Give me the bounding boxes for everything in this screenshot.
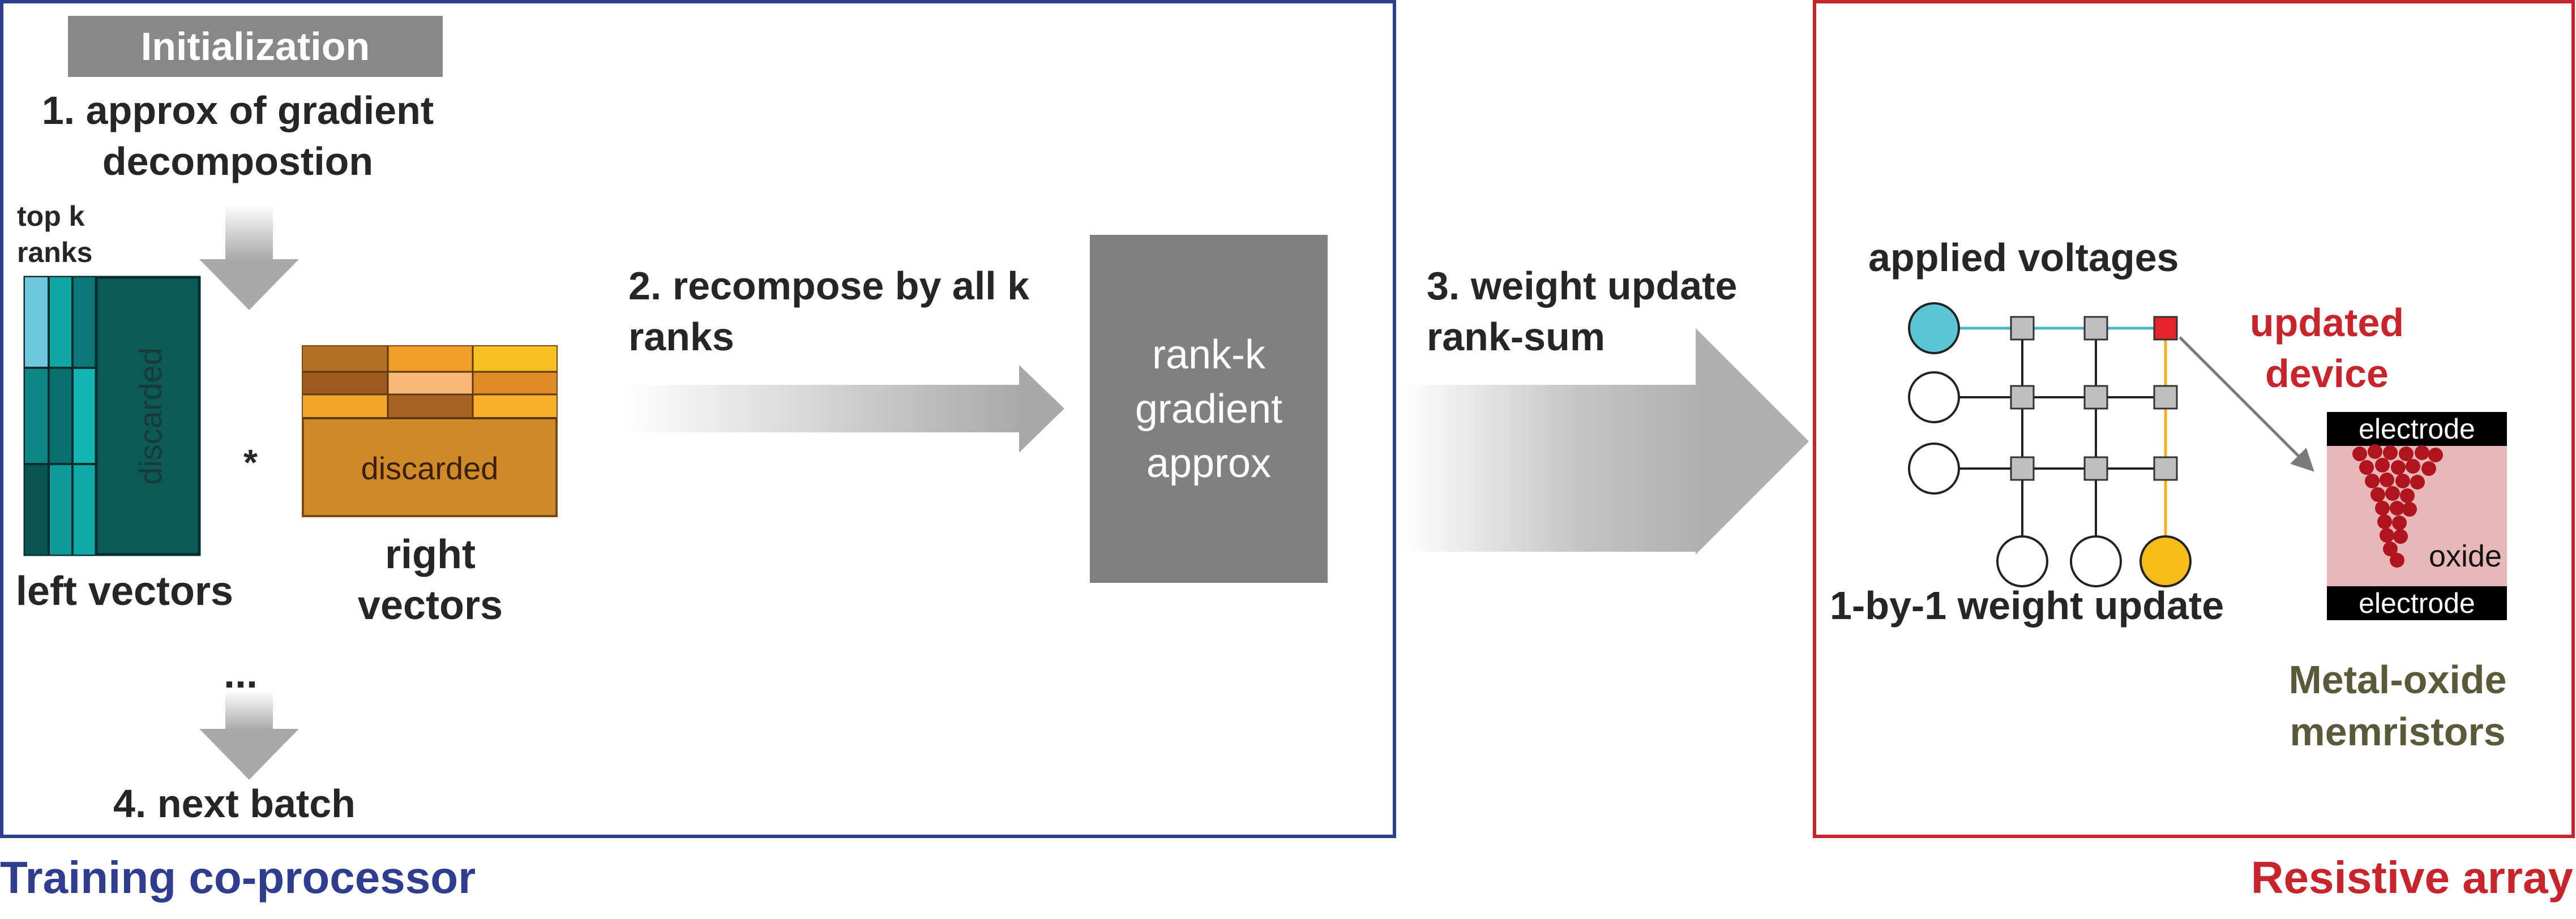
processor-label: Training co-processor (0, 852, 476, 903)
applied-voltages-label: applied voltages (1868, 235, 2179, 280)
rank-k-text: rank-k gradient approx (1090, 235, 1328, 583)
device-pointer-arrow (2179, 336, 2314, 472)
memristors-label: Metal-oxide memristors (2288, 658, 2507, 754)
step1-label: 1. approx of gradient decompostion (41, 88, 434, 183)
filament (2352, 444, 2443, 568)
down-arrow-2 (199, 690, 299, 780)
step3-label: 3. weight update rank-sum (1427, 264, 1738, 359)
electrode-top-label: electrode (2359, 413, 2475, 445)
init-label: Initialization (140, 24, 370, 68)
right-discarded-label: discarded (361, 450, 499, 486)
right-vectors-matrix (302, 345, 558, 517)
multiply-sign: * (243, 442, 258, 483)
one-by-one-label: 1-by-1 weight update (1830, 583, 2224, 628)
input-node-active (1908, 302, 1960, 354)
updated-device-label: updated device (2249, 300, 2404, 396)
top-k-label: top k ranks (17, 200, 93, 268)
init-banner (68, 16, 443, 77)
step4-label: 4. next batch (113, 781, 356, 826)
processor-panel-border (0, 0, 1396, 838)
down-arrow-1 (199, 204, 299, 310)
memristor-stack (2327, 412, 2507, 620)
right-vectors-label: right vectors (357, 532, 503, 628)
updated-device-cell (2153, 316, 2178, 341)
rank-k-text-content: rank-k gradient approx (1135, 332, 1283, 486)
horizontal-arrow-3 (1401, 328, 1809, 555)
output-node-active (2139, 535, 2192, 587)
left-discarded-text: discarded (132, 347, 168, 485)
step2-label: 2. recompose by all k ranks (628, 264, 1030, 359)
rank-k-box (1090, 235, 1328, 583)
oxide-label: oxide (2429, 539, 2502, 573)
left-discarded-label: discarded (127, 294, 173, 538)
left-vectors-matrix (23, 276, 201, 556)
array-label: Resistive array (2250, 852, 2573, 903)
ellipsis-label: ... (224, 651, 258, 697)
left-vectors-label: left vectors (15, 569, 234, 614)
electrode-bottom-label: electrode (2359, 587, 2475, 619)
horizontal-arrow-2 (623, 365, 1064, 453)
crossbar (1908, 302, 2192, 587)
array-panel-border (1813, 0, 2575, 838)
